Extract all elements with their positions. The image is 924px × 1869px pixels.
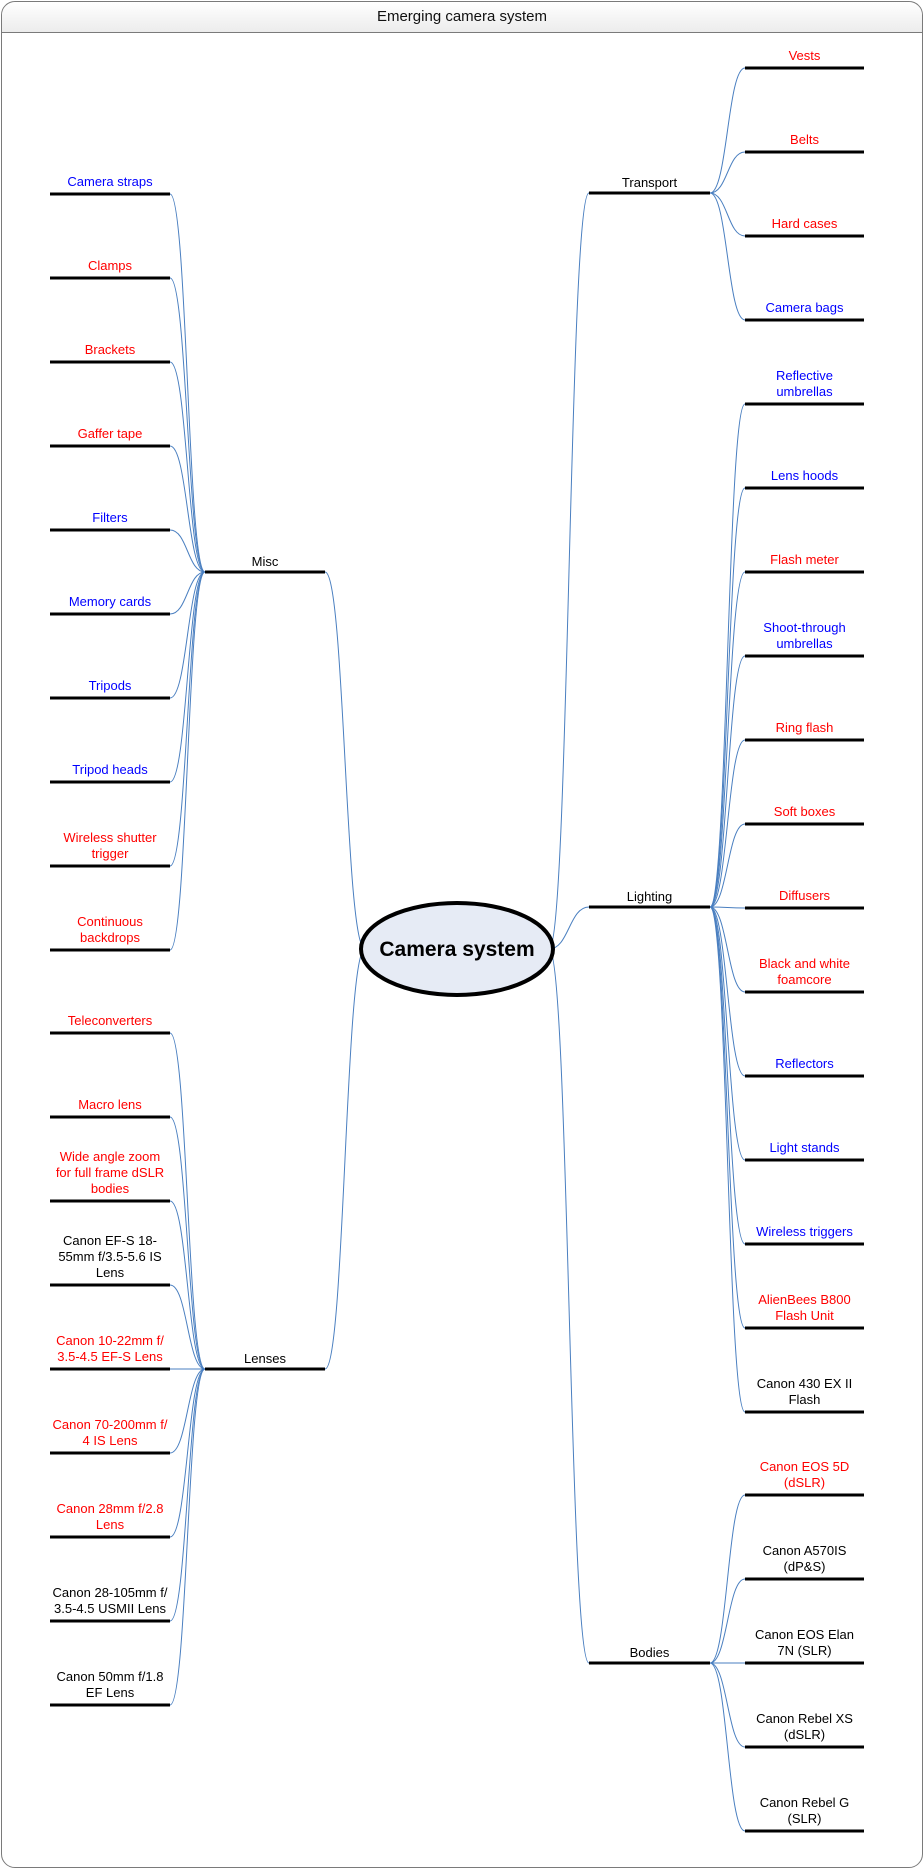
connector-lighting-9 <box>709 906 746 1161</box>
connector-misc-6 <box>169 571 206 699</box>
branch-label-misc[interactable]: Misc <box>252 554 279 569</box>
connector-transport-1 <box>709 151 746 194</box>
connector-misc <box>324 571 366 950</box>
connector-lenses-3 <box>169 1284 206 1370</box>
leaf-filters[interactable]: Filters <box>92 510 128 525</box>
leaf-reflectors[interactable]: Reflectors <box>775 1056 834 1071</box>
central-node[interactable] <box>359 901 555 997</box>
connector-misc-8 <box>169 571 206 867</box>
connector-misc-4 <box>169 529 206 573</box>
connector-misc-7 <box>169 571 206 783</box>
leaf-belts[interactable]: Belts <box>790 132 819 147</box>
connector-lenses-6 <box>169 1368 206 1538</box>
connector-lighting-10 <box>709 906 746 1245</box>
connector-lenses-5 <box>169 1368 206 1454</box>
connector-bodies <box>548 948 590 1664</box>
leaf-vests[interactable]: Vests <box>789 48 821 63</box>
connector-lenses <box>324 948 366 1370</box>
leaf-hard-cases[interactable]: Hard cases <box>772 216 838 231</box>
connector-lenses-2 <box>169 1200 206 1370</box>
leaf-canon-70-200mm-f-4-is-lens[interactable]: Canon 70-200mm f/4 IS Lens <box>53 1417 168 1448</box>
branch-label-bodies[interactable]: Bodies <box>630 1645 670 1660</box>
connector-misc-9 <box>169 571 206 951</box>
connector-lighting-1 <box>709 487 746 908</box>
connector-lenses-7 <box>169 1368 206 1622</box>
leaf-canon-28-105mm-f-3-5-4-5-usmii-lens[interactable]: Canon 28-105mm f/3.5-4.5 USMII Lens <box>53 1585 168 1616</box>
branch-label-lighting[interactable]: Lighting <box>627 889 673 904</box>
connector-misc-1 <box>169 277 206 573</box>
central-label: Camera system <box>379 938 534 961</box>
leaf-tripod-heads[interactable]: Tripod heads <box>72 762 148 777</box>
connector-lighting-5 <box>709 823 746 908</box>
connector-lighting-3 <box>709 655 746 908</box>
connector-bodies-4 <box>709 1662 746 1832</box>
leaf-canon-eos-5d-dslr[interactable]: Canon EOS 5D(dSLR) <box>760 1459 850 1490</box>
connector-bodies-0 <box>709 1494 746 1664</box>
leaf-canon-a570is-dp-s[interactable]: Canon A570IS(dP&S) <box>763 1543 847 1574</box>
connector-lighting-12 <box>709 906 746 1413</box>
leaf-wireless-triggers[interactable]: Wireless triggers <box>756 1224 853 1239</box>
connector-transport-3 <box>709 192 746 321</box>
connector-lenses-8 <box>169 1368 206 1706</box>
connector-transport-2 <box>709 192 746 237</box>
leaf-canon-10-22mm-f-3-5-4-5-ef-s-lens[interactable]: Canon 10-22mm f/3.5-4.5 EF-S Lens <box>56 1333 164 1364</box>
connector-lighting-7 <box>709 906 746 993</box>
leaf-diffusers[interactable]: Diffusers <box>779 888 831 903</box>
leaf-brackets[interactable]: Brackets <box>85 342 136 357</box>
connector-bodies-1 <box>709 1578 746 1664</box>
leaf-tripods[interactable]: Tripods <box>89 678 132 693</box>
leaf-camera-bags[interactable]: Camera bags <box>765 300 844 315</box>
connector-misc-3 <box>169 445 206 573</box>
leaf-soft-boxes[interactable]: Soft boxes <box>774 804 836 819</box>
leaf-flash-meter[interactable]: Flash meter <box>770 552 839 567</box>
connector-transport-0 <box>709 67 746 194</box>
connector-lighting-4 <box>709 739 746 908</box>
leaf-gaffer-tape[interactable]: Gaffer tape <box>78 426 143 441</box>
connector-lighting-8 <box>709 906 746 1077</box>
leaf-macro-lens[interactable]: Macro lens <box>78 1097 142 1112</box>
connector-transport <box>548 192 590 950</box>
connector-lenses-0 <box>169 1032 206 1370</box>
branch-label-transport[interactable]: Transport <box>622 175 678 190</box>
leaf-canon-rebel-xs-dslr[interactable]: Canon Rebel XS(dSLR) <box>756 1711 853 1742</box>
leaf-light-stands[interactable]: Light stands <box>769 1140 840 1155</box>
window-title-bar: Emerging camera system <box>2 2 922 33</box>
leaf-memory-cards[interactable]: Memory cards <box>69 594 152 609</box>
connector-misc-5 <box>169 571 206 615</box>
leaf-camera-straps[interactable]: Camera straps <box>67 174 153 189</box>
connector-lighting <box>548 906 590 950</box>
connector-lighting-11 <box>709 906 746 1329</box>
branch-label-lenses[interactable]: Lenses <box>244 1351 286 1366</box>
leaf-lens-hoods[interactable]: Lens hoods <box>771 468 839 483</box>
connector-lenses-1 <box>169 1116 206 1370</box>
connector-lighting-2 <box>709 571 746 908</box>
connector-misc-2 <box>169 361 206 573</box>
leaf-teleconverters[interactable]: Teleconverters <box>68 1013 153 1028</box>
leaf-ring-flash[interactable]: Ring flash <box>776 720 834 735</box>
connector-lighting-6 <box>709 906 746 909</box>
window-title: Emerging camera system <box>376 8 548 25</box>
connector-misc-0 <box>169 193 206 573</box>
connector-bodies-3 <box>709 1662 746 1748</box>
connector-lighting-0 <box>709 403 746 908</box>
leaf-canon-rebel-g-slr[interactable]: Canon Rebel G(SLR) <box>760 1795 850 1826</box>
leaf-clamps[interactable]: Clamps <box>88 258 133 273</box>
